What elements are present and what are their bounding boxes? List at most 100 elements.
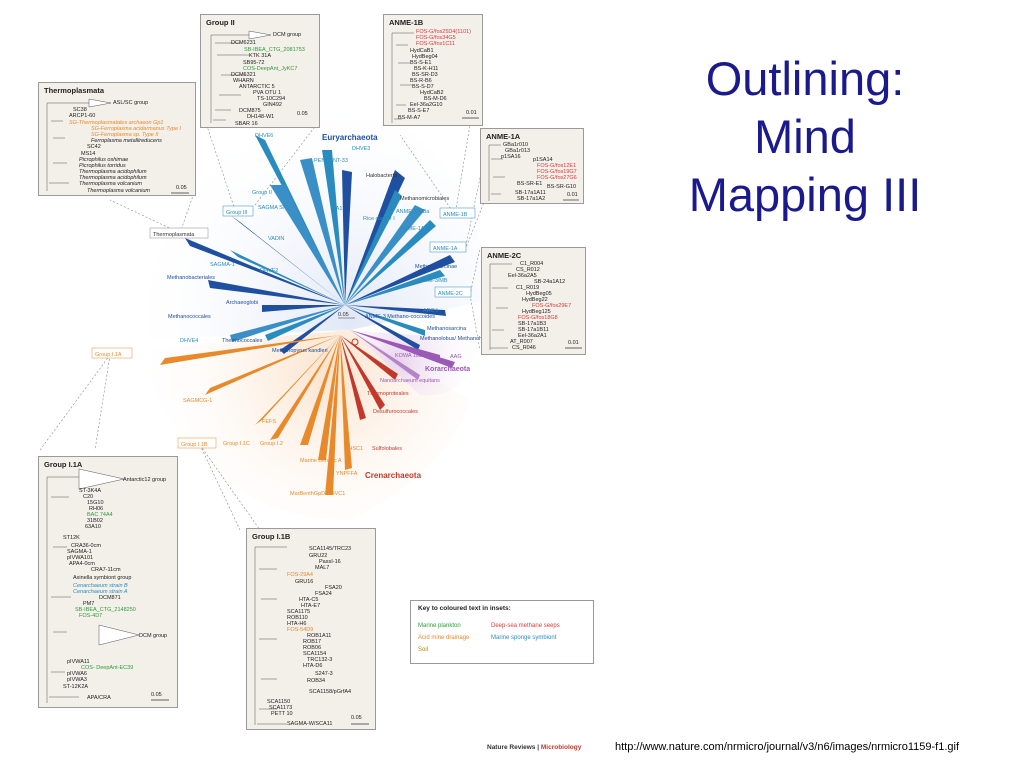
label-ynpffa: YNPFFA — [336, 471, 358, 477]
label-methanobacteriales: Methanobacteriales — [167, 275, 215, 281]
g1b-item-24: SCA1173 — [269, 705, 293, 711]
label-kowa: KOWA 183 — [395, 353, 422, 359]
g1a-item-2: C20 — [83, 494, 94, 500]
key-marine-plankton: Marine plankton — [418, 623, 461, 629]
inset-anme1b: ANME-1B FOS-G/fos25D4(1101) FOS-G/fos34G… — [383, 14, 483, 126]
label-thsc1: THSC1 — [345, 446, 363, 452]
label-group12: Group I.2 — [260, 441, 283, 447]
a1a-item-7: BS-SR-E1 — [517, 181, 543, 187]
tp-item-8: MS14 — [81, 151, 96, 157]
g1b-item-17: SCA1154 — [303, 651, 327, 657]
g1a-item-19: SB-IBEA_CTG_2148250 — [75, 607, 136, 613]
key-deep-sea: Deep-sea methane seeps — [491, 623, 560, 629]
g1a-item-7: 63A10 — [85, 524, 101, 530]
inset-title: Thermoplasmata — [44, 86, 105, 95]
g1b-item-10: SCA1175 — [287, 609, 311, 615]
tree-labels: DHVE6 PENDANT-33 DHVE3 Halobacteria Meth… — [167, 133, 504, 497]
g1a-item-20: FOS-4D7 — [79, 613, 103, 619]
label-korarchaeota: Korarchaeota — [425, 366, 470, 373]
a1b-item-9: BS-S-D7 — [412, 84, 434, 90]
label-anme1at: ANME-1AT — [400, 226, 428, 232]
tag-anme1b: ANME-1B — [443, 212, 468, 218]
a2c-scale: 0.01 — [568, 340, 579, 346]
tp-item-6: Ferroplasma metallireducens — [91, 138, 162, 144]
inset-title: ANME-1A — [486, 132, 521, 141]
inset-title: Group II — [206, 18, 235, 27]
a1a-item-9: SB-17a1A11 — [515, 190, 546, 196]
tp-scale: 0.05 — [176, 185, 187, 191]
a1b-item-0: FOS-G/fos25D4(1101) — [416, 29, 471, 35]
tp-item-9: Picrophilus oshimae — [79, 157, 129, 163]
key-acid-mine: Acid mine drainage — [418, 635, 470, 641]
key-soil: Soil — [418, 647, 429, 653]
a1b-item-14: BS-M-A7 — [398, 115, 421, 121]
g1a-item-17: DCM871 — [99, 595, 121, 601]
label-anme3mb: ANME-3/MB — [417, 278, 448, 284]
g1a-item-27: APA/CRA — [87, 695, 111, 701]
g1b-item-2: PassI-16 — [319, 559, 341, 565]
crenarchaeota-shade — [135, 330, 470, 520]
inset-anme2c: ANME-2C C1_R004 CS_R012 Eel-36a2A5 SB-24… — [481, 247, 586, 355]
tp-item-4: SG-Ferroplasma acidarmanus Type I — [91, 126, 182, 132]
a2c-item-13: AT_R007 — [510, 339, 533, 345]
g1a-item-22: pIVWA11 — [67, 659, 90, 665]
label-sa1: SA1 — [332, 206, 342, 212]
label-methanolobus: Methanolobus/ Methanohalophilus — [420, 336, 504, 342]
title-line-2: Mind — [754, 110, 856, 163]
a1b-item-2: FOS-G/fos1C11 — [416, 41, 456, 47]
tree-scale: 0.05 — [338, 312, 349, 318]
a1a-item-1: GBa1r013 — [505, 148, 531, 154]
a1a-item-4: FOS-G/fos12E1 — [537, 163, 577, 169]
g1b-scale: 0.05 — [351, 715, 362, 721]
tp-item-2: ARCP1-60 — [69, 113, 96, 119]
g1b-item-0: SCA1145/TRC23 — [309, 546, 352, 552]
inset-title: Group I.1B — [252, 532, 291, 541]
inset-tree-lines — [46, 98, 189, 194]
g2-item-13: DH148-W1 — [247, 114, 275, 120]
label-aag: AAG — [450, 354, 462, 360]
g1b-item-16: ROB06 — [303, 645, 322, 651]
g1a-item-25: pIVWA3 — [67, 677, 87, 683]
a1b-item-5: BS-S-E1 — [410, 60, 432, 66]
label-halobacteria: Halobacteria — [366, 173, 398, 179]
a1b-item-7: BS-SR-D3 — [412, 72, 438, 78]
g1a-item-12: APA4-0cm — [69, 561, 95, 567]
label-pendant33: PENDANT-33 — [314, 158, 348, 164]
label-archaeoglobi: Archaeoglobi — [226, 300, 258, 306]
source-url[interactable]: http://www.nature.com/nrmicro/journal/v3… — [615, 741, 959, 753]
g1b-item-8: HTA-C5 — [299, 597, 319, 603]
label-group1c: Group I.1C — [223, 441, 250, 447]
g1a-item-1: ST-3K4A — [79, 488, 102, 494]
g1a-item-3: 15G10 — [87, 500, 104, 506]
a1b-item-13: BS-S-E7 — [408, 108, 430, 114]
g1a-item-16: Cenarchaeum strain A — [73, 589, 128, 595]
a2c-item-11: SB-17a1B11 — [518, 327, 549, 333]
tp-item-14: Thermoplasma volcanium — [87, 188, 150, 194]
g1a-item-0: Antarctic12 group — [123, 477, 167, 483]
a1b-item-3: HydCaB1 — [410, 48, 434, 54]
credit-section: Microbiology — [540, 744, 582, 751]
a2c-item-4: C1_R019 — [516, 285, 540, 291]
title-line-1: Outlining: — [705, 52, 905, 105]
a1a-item-0: GBa1r010 — [503, 142, 529, 148]
label-dhve6: DHVE6 — [255, 133, 273, 139]
g1a-item-8: ST12K — [63, 535, 80, 541]
g2-item-10: TS-10C294 — [257, 96, 286, 102]
g2-item-1: DCM6231 — [231, 40, 256, 46]
tp-item-12: Thermoplasma acidophilum — [79, 175, 147, 181]
tp-item-13: Thermoplasma volcanium — [79, 181, 142, 187]
key-marine-sponge: Marine sponge symbiont — [491, 635, 557, 641]
g2-item-9: PVA OTU 1 — [253, 90, 282, 96]
label-methanomicrobiales: Methanomicrobiales — [400, 196, 449, 202]
korarchaeota-branches — [350, 330, 455, 380]
a2c-item-7: FOS-G/fos29E7 — [532, 303, 572, 309]
a1a-item-8: BS-SR-G10 — [547, 184, 577, 190]
a2c-item-12: Eel-36a2A1 — [518, 333, 547, 339]
a1b-item-12: Eel-36a2G10 — [410, 102, 443, 108]
a1a-item-5: FOS-G/fos19G7 — [537, 169, 577, 175]
label-rice-cluster: Rice cluster I — [363, 216, 395, 222]
label-anme1gba: ANME-1 GBa — [396, 209, 430, 215]
inset-tree-lines — [210, 30, 272, 123]
inset-title: ANME-1B — [389, 18, 424, 27]
inset-tree-lines — [489, 263, 582, 350]
